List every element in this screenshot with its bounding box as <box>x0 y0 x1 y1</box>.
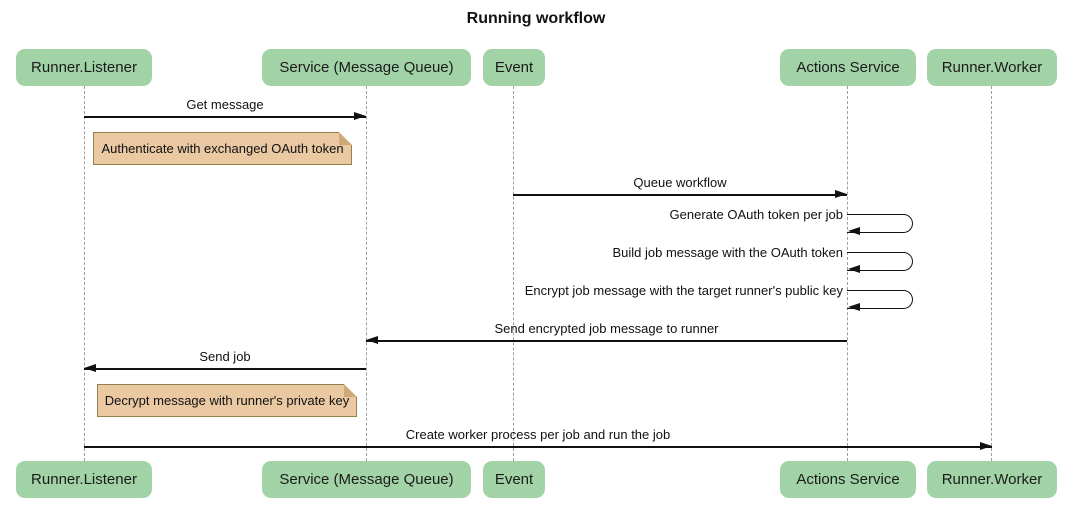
actor-event-bottom: Event <box>483 461 545 498</box>
message-line-send-encrypted-job <box>366 340 847 342</box>
lifeline-runner-worker <box>991 86 992 461</box>
arrowhead-left-icon <box>366 336 378 344</box>
diagram-title: Running workflow <box>466 10 606 27</box>
arrowhead-right-icon <box>835 190 847 198</box>
arrowhead-left-icon <box>848 265 860 273</box>
self-loop <box>847 252 913 271</box>
message-label-queue-workflow: Queue workflow <box>633 175 727 190</box>
self-loop <box>847 214 913 233</box>
actor-runner-listener-bottom: Runner.Listener <box>16 461 152 498</box>
message-label-generate-oauth-token: Generate OAuth token per job <box>669 207 843 222</box>
note-decrypt-label: Decrypt message with runner's private ke… <box>104 393 350 408</box>
note-fold-icon <box>339 132 352 145</box>
message-line-queue-workflow <box>513 194 847 196</box>
actor-service-message-queue-top: Service (Message Queue) <box>262 49 471 86</box>
arrowhead-right-icon <box>980 442 992 450</box>
lifeline-runner-listener <box>84 86 85 461</box>
message-label-build-job-message: Build job message with the OAuth token <box>612 245 843 260</box>
arrowhead-right-icon <box>354 112 366 120</box>
self-loop <box>847 290 913 309</box>
actor-service-message-queue-bottom: Service (Message Queue) <box>262 461 471 498</box>
actor-runner-worker-top: Runner.Worker <box>927 49 1057 86</box>
message-line-create-worker <box>84 446 992 448</box>
actor-runner-listener-top: Runner.Listener <box>16 49 152 86</box>
message-label-get-message: Get message <box>186 97 264 112</box>
arrowhead-left-icon <box>848 303 860 311</box>
message-label-send-encrypted-job: Send encrypted job message to runner <box>494 321 719 336</box>
arrowhead-left-icon <box>84 364 96 372</box>
note-decrypt: Decrypt message with runner's private ke… <box>97 384 357 417</box>
lifeline-actions-service <box>847 86 848 461</box>
message-label-create-worker: Create worker process per job and run th… <box>405 427 671 442</box>
arrowhead-left-icon <box>848 227 860 235</box>
note-fold-icon <box>344 384 357 397</box>
actor-actions-service-bottom: Actions Service <box>780 461 916 498</box>
message-label-encrypt-job-message: Encrypt job message with the target runn… <box>524 283 843 298</box>
lifeline-service-message-queue <box>366 86 367 461</box>
message-line-get-message <box>84 116 366 118</box>
message-label-send-job: Send job <box>199 349 251 364</box>
actor-runner-worker-bottom: Runner.Worker <box>927 461 1057 498</box>
note-authenticate: Authenticate with exchanged OAuth token <box>93 132 352 165</box>
message-line-send-job <box>84 368 366 370</box>
lifeline-event <box>513 86 514 461</box>
actor-event-top: Event <box>483 49 545 86</box>
actor-actions-service-top: Actions Service <box>780 49 916 86</box>
note-authenticate-label: Authenticate with exchanged OAuth token <box>101 141 344 156</box>
